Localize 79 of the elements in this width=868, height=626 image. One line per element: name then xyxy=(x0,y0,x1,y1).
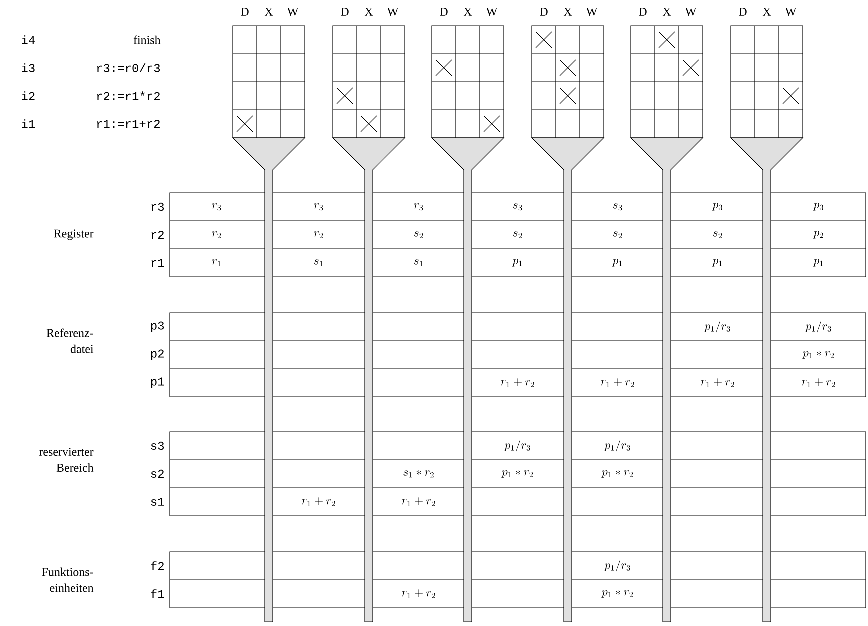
cell-value: $p_1$ xyxy=(813,259,824,267)
cell-value: $p_1*r_2$ xyxy=(602,470,634,478)
column-header: D xyxy=(241,8,249,16)
cell-value: $p_1*r_2$ xyxy=(502,470,534,478)
instruction-text: r3:=r0/r3 xyxy=(97,64,160,72)
column-header: D xyxy=(639,8,647,16)
cell-value: $r_1+r_2$ xyxy=(302,498,336,506)
column-header: D xyxy=(540,8,548,16)
cell-value: $p_1/r_3$ xyxy=(604,440,630,452)
column-header: X xyxy=(564,8,572,16)
group-label: reservierter Bereich xyxy=(39,448,94,472)
group-label: Register xyxy=(54,230,94,240)
cell-value: $p_3$ xyxy=(712,203,722,211)
cell-value: $p_2$ xyxy=(813,231,824,239)
cell-value: $r_1+r_2$ xyxy=(802,378,836,388)
column-header: X xyxy=(762,8,772,16)
column-header: W xyxy=(287,8,299,16)
column-header: D xyxy=(440,8,448,16)
cell-value: $s_3$ xyxy=(613,203,622,211)
cell-value: $s_3$ xyxy=(513,203,522,211)
cell-value: $r_3$ xyxy=(414,203,424,211)
cell-value: $p_1/r_3$ xyxy=(805,321,832,333)
instruction-id: i1 xyxy=(22,120,36,128)
cell-value: $s_2$ xyxy=(713,231,722,238)
row-label: s1 xyxy=(151,498,164,506)
cell-value: $p_1$ xyxy=(512,259,522,267)
cell-value: $r_1+r_2$ xyxy=(701,378,734,388)
row-label: s3 xyxy=(151,442,164,450)
cell-value: $r_2$ xyxy=(314,231,324,238)
column-header: W xyxy=(387,8,399,16)
row-label: r2 xyxy=(152,230,164,239)
column-header: D xyxy=(341,8,349,16)
group-label: Referenz- datei xyxy=(46,328,94,354)
row-label: r3 xyxy=(152,202,164,212)
cell-value: $s_2$ xyxy=(414,231,424,238)
column-header: X xyxy=(464,8,472,16)
row-label: s2 xyxy=(151,470,164,478)
row-label: p3 xyxy=(151,322,164,332)
instruction-id: i2 xyxy=(22,92,35,100)
cell-value: $p_1/r_3$ xyxy=(704,321,730,333)
cell-value: $r_1+r_2$ xyxy=(601,378,634,388)
row-label: f1 xyxy=(151,590,164,598)
cell-value: $p_1/r_3$ xyxy=(504,440,530,452)
cell-value: $r_1+r_2$ xyxy=(501,378,534,388)
instruction-text: r1:=r1+r2 xyxy=(97,120,160,128)
column-header: W xyxy=(785,8,797,16)
cell-value: $s_1*r_2$ xyxy=(404,470,434,478)
cell-value: $p_1$ xyxy=(712,259,722,267)
instruction-id: i3 xyxy=(22,64,35,72)
instruction-id: i4 xyxy=(22,36,35,44)
cell-value: $p_1$ xyxy=(612,259,622,267)
instruction-text: finish xyxy=(134,36,161,44)
cell-value: $p_1*r_2$ xyxy=(602,590,634,598)
column-header: W xyxy=(486,8,498,16)
cell-value: $p_1*r_2$ xyxy=(802,351,834,359)
cell-value: $r_1+r_2$ xyxy=(402,590,436,598)
cell-value: $r_2$ xyxy=(212,231,222,238)
cell-value: $s_2$ xyxy=(613,231,622,238)
cell-value: $r_1$ xyxy=(212,259,221,266)
cell-value: $p_1/r_3$ xyxy=(604,560,630,572)
instruction-text: r2:=r1*r2 xyxy=(97,92,160,100)
cell-value: $r_3$ xyxy=(212,203,222,211)
group-label: Funktions- einheiten xyxy=(42,568,94,592)
column-header: X xyxy=(364,8,374,16)
row-label: f2 xyxy=(151,562,164,570)
row-label: p1 xyxy=(151,378,164,388)
row-label: r1 xyxy=(152,259,164,267)
cell-value: $s_2$ xyxy=(513,231,522,238)
column-header: D xyxy=(739,8,747,16)
column-header: X xyxy=(264,8,274,16)
cell-value: $s_1$ xyxy=(314,259,323,266)
cell-value: $r_1+r_2$ xyxy=(402,498,436,506)
row-label: p2 xyxy=(151,350,164,360)
cell-value: $s_1$ xyxy=(414,259,423,266)
column-header: W xyxy=(586,8,598,16)
cell-value: $p_3$ xyxy=(813,203,824,211)
column-header: W xyxy=(685,8,697,16)
column-header: X xyxy=(662,8,672,16)
cell-value: $r_3$ xyxy=(314,203,324,211)
